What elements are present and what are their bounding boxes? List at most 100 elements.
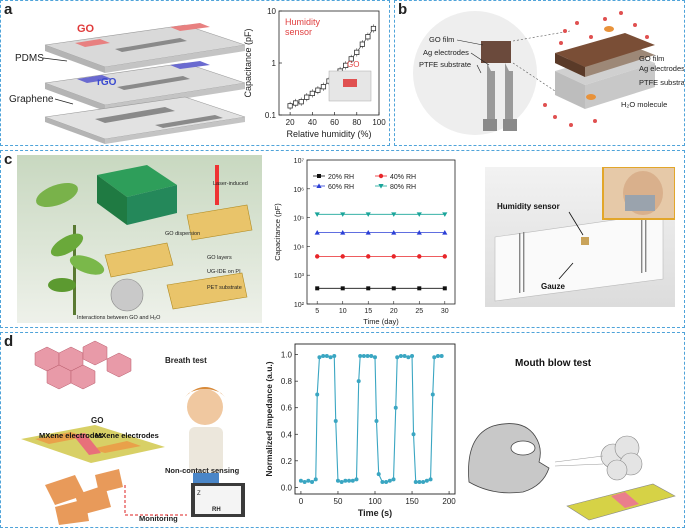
d-breath-test: Breath test bbox=[165, 356, 207, 365]
panel-c-photo: Humidity sensor Gauze bbox=[485, 167, 675, 307]
rgo-pad-1 bbox=[77, 75, 112, 83]
data-point bbox=[432, 355, 437, 360]
data-point bbox=[380, 480, 385, 485]
data-point bbox=[314, 230, 320, 235]
data-point bbox=[343, 478, 348, 483]
x-tick-label: 50 bbox=[334, 497, 343, 506]
y-tick-label: 0.2 bbox=[281, 457, 293, 466]
d-laptop-z: Z bbox=[197, 491, 201, 497]
b-right-ag: Ag electrodes bbox=[639, 64, 684, 73]
x-tick-label: 0 bbox=[299, 497, 304, 506]
panel-c-illustration: Laser-induced GO dispersion GO layers UG… bbox=[17, 155, 262, 323]
data-point bbox=[293, 100, 299, 106]
data-point bbox=[416, 230, 422, 235]
panel-c: c Laser-induced GO dispersion GO layers … bbox=[0, 150, 685, 328]
data-point bbox=[335, 478, 340, 483]
data-point bbox=[442, 254, 447, 259]
panel-label-c: c bbox=[4, 151, 13, 168]
data-point bbox=[378, 184, 384, 189]
y-tick-label: 0.4 bbox=[281, 430, 293, 439]
data-point bbox=[316, 183, 322, 188]
y-tick-label: 10⁵ bbox=[293, 216, 304, 223]
y-tick-label: 1.0 bbox=[281, 351, 293, 360]
gauze bbox=[494, 212, 664, 302]
x-tick-label: 40 bbox=[308, 118, 317, 127]
data-point bbox=[328, 355, 333, 360]
data-point bbox=[428, 477, 433, 482]
data-point bbox=[298, 478, 303, 483]
panel-d: d Breath test GO MXene electrodes MXene … bbox=[0, 332, 685, 528]
data-point bbox=[315, 392, 320, 397]
data-point bbox=[417, 286, 422, 291]
data-point bbox=[340, 254, 345, 259]
data-point bbox=[313, 477, 318, 482]
y-tick-label: 0.1 bbox=[265, 111, 277, 120]
x-tick-label: 30 bbox=[441, 308, 449, 315]
data-point bbox=[384, 480, 389, 485]
data-point bbox=[370, 25, 377, 32]
data-point bbox=[287, 103, 293, 109]
y-tick-label: 0.6 bbox=[281, 404, 293, 413]
data-point bbox=[340, 212, 346, 217]
data-point bbox=[340, 286, 345, 291]
data-point bbox=[324, 353, 329, 358]
x-axis-label: Relative humidity (%) bbox=[286, 129, 371, 139]
data-point bbox=[354, 477, 359, 482]
data-point bbox=[315, 286, 320, 291]
c-go-layers: GO layers bbox=[207, 255, 232, 261]
data-point bbox=[366, 286, 371, 291]
y-tick-label: 10² bbox=[294, 302, 305, 309]
face-sketch bbox=[468, 423, 550, 494]
go-pad-1 bbox=[75, 39, 110, 47]
data-point bbox=[391, 477, 396, 482]
data-point bbox=[369, 353, 374, 358]
data-point bbox=[417, 480, 422, 485]
data-point bbox=[359, 41, 365, 47]
data-point bbox=[410, 353, 415, 358]
label-go: GO bbox=[77, 23, 95, 35]
data-point bbox=[442, 230, 448, 235]
c-laser: Laser-induced bbox=[213, 181, 248, 187]
breath-cloud bbox=[600, 435, 643, 481]
data-point bbox=[416, 212, 422, 217]
x-tick-label: 20 bbox=[390, 308, 398, 315]
data-point bbox=[309, 90, 315, 97]
data-point bbox=[350, 478, 355, 483]
legend-label: 60% RH bbox=[328, 184, 354, 191]
data-point bbox=[411, 432, 416, 437]
b-left-ag: Ag electrodes bbox=[423, 48, 469, 57]
data-point bbox=[354, 49, 360, 55]
go-film-left bbox=[481, 41, 511, 63]
data-point bbox=[365, 230, 371, 235]
data-point bbox=[402, 353, 407, 358]
chart-legend-title-2: sensor bbox=[285, 27, 312, 37]
x-tick-label: 200 bbox=[442, 497, 456, 506]
legend-label: 40% RH bbox=[390, 174, 416, 181]
label-pdms: PDMS bbox=[15, 53, 44, 64]
x-axis-label: Time (s) bbox=[358, 508, 392, 518]
ag-electrode-left bbox=[487, 63, 495, 119]
data-point bbox=[424, 478, 429, 483]
mxene-flakes bbox=[45, 469, 123, 525]
mouth-blow-title: Mouth blow test bbox=[515, 358, 592, 369]
data-point bbox=[398, 353, 403, 358]
panel-label-a: a bbox=[4, 1, 13, 18]
data-point bbox=[332, 353, 337, 358]
sensor-label: Humidity sensor bbox=[497, 202, 560, 211]
data-point bbox=[413, 480, 418, 485]
d-go: GO bbox=[91, 416, 103, 425]
y-axis-label: Capacitance (pF) bbox=[273, 203, 282, 261]
data-point bbox=[314, 212, 320, 217]
data-point bbox=[358, 353, 363, 358]
label-graphene: Graphene bbox=[9, 94, 54, 105]
data-point bbox=[391, 254, 396, 259]
data-point bbox=[366, 254, 371, 259]
x-axis-label: Time (day) bbox=[363, 317, 399, 326]
data-point bbox=[315, 254, 320, 259]
x-tick-label: 10 bbox=[339, 308, 347, 315]
rgo-pad-2 bbox=[170, 61, 210, 69]
data-point bbox=[365, 212, 371, 217]
data-point bbox=[430, 392, 435, 397]
